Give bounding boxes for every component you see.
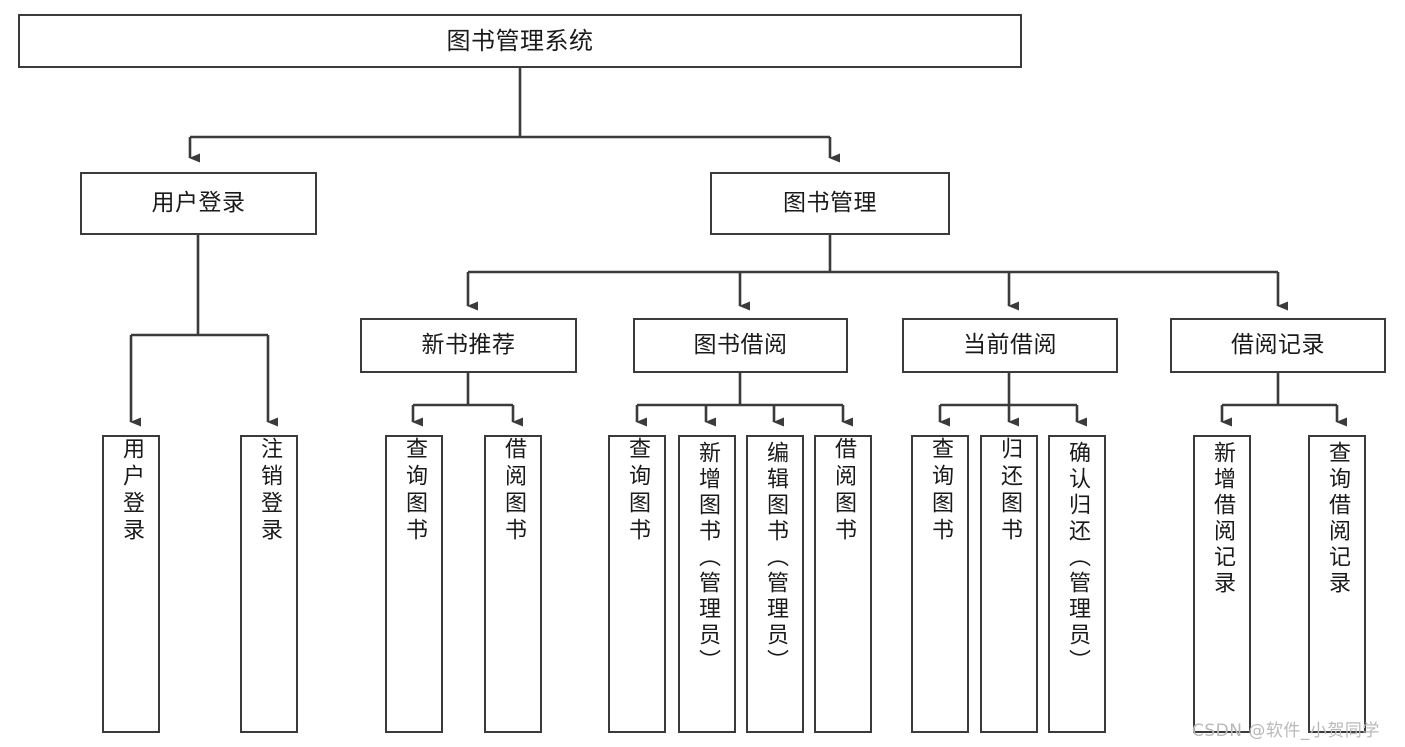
node-leaf-user-login-label: 用户登录 bbox=[119, 437, 144, 545]
node-leaf-query-book-2[interactable]: 查询图书 bbox=[608, 435, 666, 733]
node-new-book-recommend[interactable]: 新书推荐 bbox=[360, 318, 577, 373]
node-leaf-return-book[interactable]: 归还图书 bbox=[980, 435, 1038, 733]
node-book-manage-label: 图书管理 bbox=[783, 189, 877, 216]
node-current-borrow-label: 当前借阅 bbox=[963, 331, 1057, 358]
node-leaf-add-record[interactable]: 新增借阅记录 bbox=[1193, 435, 1251, 733]
node-leaf-add-book-label: 新增图书（管理员） bbox=[695, 441, 720, 675]
node-book-borrow-label: 图书借阅 bbox=[693, 331, 788, 358]
node-user-login-label: 用户登录 bbox=[151, 189, 246, 216]
node-user-login[interactable]: 用户登录 bbox=[80, 172, 317, 235]
node-root-label: 图书管理系统 bbox=[446, 26, 594, 55]
node-leaf-borrow-book-2-label: 借阅图书 bbox=[831, 437, 856, 545]
node-book-borrow[interactable]: 图书借阅 bbox=[633, 318, 848, 373]
node-leaf-edit-book-label: 编辑图书（管理员） bbox=[763, 441, 788, 675]
node-leaf-logout-login[interactable]: 注销登录 bbox=[240, 435, 298, 733]
node-leaf-borrow-book-1-label: 借阅图书 bbox=[501, 437, 526, 545]
node-new-book-recommend-label: 新书推荐 bbox=[421, 331, 516, 358]
node-book-manage[interactable]: 图书管理 bbox=[710, 172, 950, 235]
node-leaf-query-book-1-label: 查询图书 bbox=[402, 437, 427, 545]
node-leaf-return-book-label: 归还图书 bbox=[997, 437, 1022, 545]
node-root-book-management-system[interactable]: 图书管理系统 bbox=[18, 14, 1022, 68]
node-leaf-edit-book[interactable]: 编辑图书（管理员） bbox=[746, 435, 804, 733]
node-leaf-add-record-label: 新增借阅记录 bbox=[1210, 441, 1235, 597]
node-leaf-add-book[interactable]: 新增图书（管理员） bbox=[678, 435, 736, 733]
csdn-watermark: CSDN @软件_小贺同学 bbox=[1192, 721, 1380, 741]
node-leaf-query-book-1[interactable]: 查询图书 bbox=[385, 435, 443, 733]
node-leaf-borrow-book-2[interactable]: 借阅图书 bbox=[814, 435, 872, 733]
node-borrow-record[interactable]: 借阅记录 bbox=[1170, 318, 1386, 373]
node-leaf-borrow-book-1[interactable]: 借阅图书 bbox=[484, 435, 542, 733]
node-leaf-query-book-2-label: 查询图书 bbox=[625, 437, 650, 545]
node-leaf-confirm-return[interactable]: 确认归还（管理员） bbox=[1048, 435, 1106, 733]
node-leaf-query-record[interactable]: 查询借阅记录 bbox=[1308, 435, 1366, 733]
node-current-borrow[interactable]: 当前借阅 bbox=[902, 318, 1118, 373]
node-leaf-user-login[interactable]: 用户登录 bbox=[102, 435, 160, 733]
node-leaf-query-book-3[interactable]: 查询图书 bbox=[911, 435, 969, 733]
node-leaf-query-book-3-label: 查询图书 bbox=[928, 437, 953, 545]
node-leaf-logout-login-label: 注销登录 bbox=[257, 437, 282, 545]
node-leaf-confirm-return-label: 确认归还（管理员） bbox=[1065, 441, 1090, 675]
node-borrow-record-label: 借阅记录 bbox=[1231, 331, 1325, 358]
node-leaf-query-record-label: 查询借阅记录 bbox=[1325, 441, 1350, 597]
